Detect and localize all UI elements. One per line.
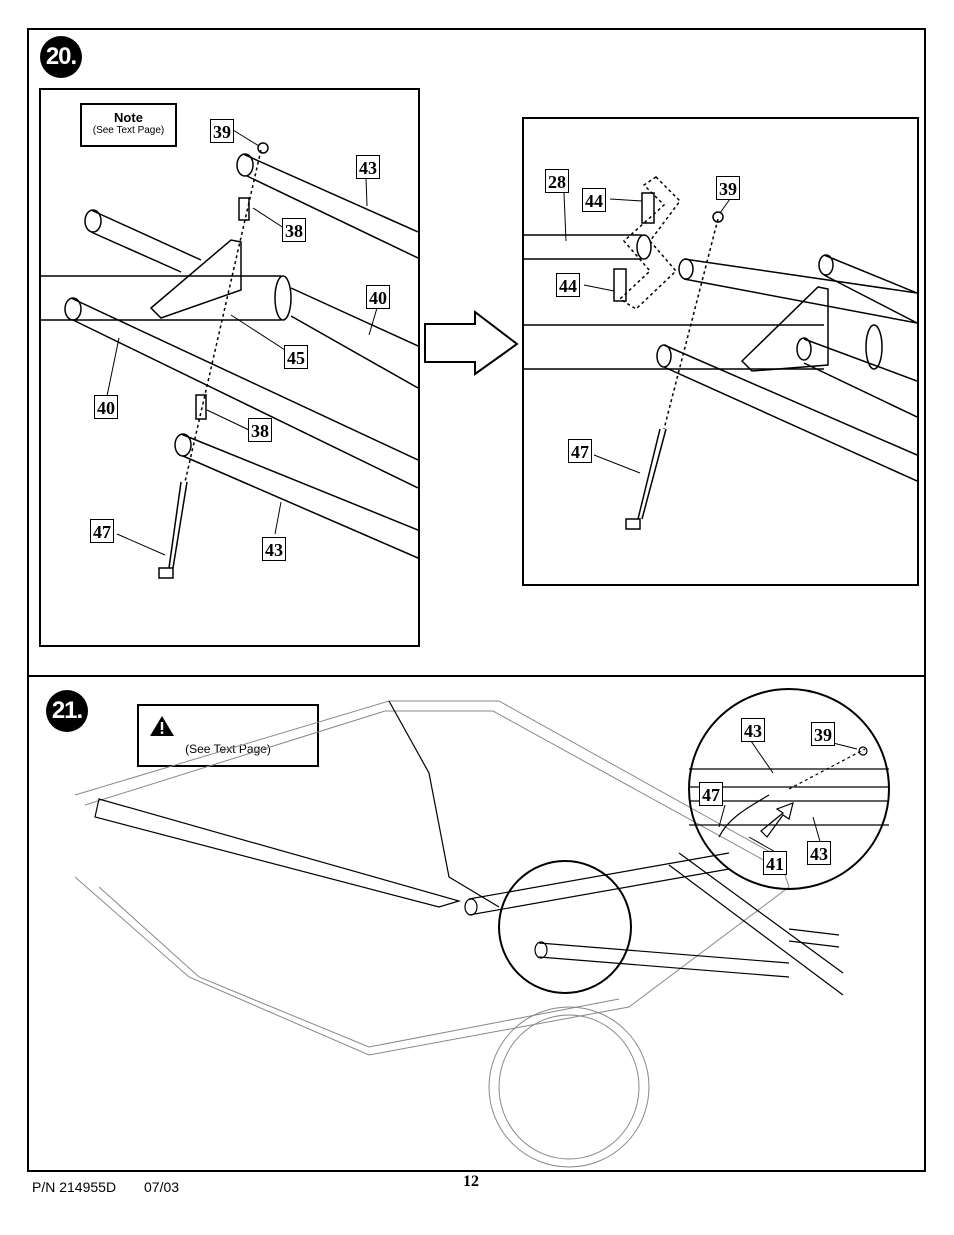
step-21-badge: 21. [46, 690, 88, 732]
callout-40: 40 [366, 285, 390, 309]
warning-box: (See Text Page) [137, 704, 319, 767]
callout-43: 43 [262, 537, 286, 561]
callout-39: 39 [210, 119, 234, 143]
step-20-before-diagram [39, 88, 420, 647]
callout-39: 39 [716, 176, 740, 200]
callout-43: 43 [807, 841, 831, 865]
note-subtitle: (See Text Page) [92, 125, 165, 136]
callout-28: 28 [545, 169, 569, 193]
callout-47: 47 [699, 782, 723, 806]
callout-44: 44 [556, 273, 580, 297]
callout-43: 43 [741, 718, 765, 742]
step-20-after-diagram [522, 117, 919, 586]
callout-47: 47 [90, 519, 114, 543]
note-box: Note (See Text Page) [80, 103, 177, 147]
callout-43: 43 [356, 155, 380, 179]
callout-38: 38 [248, 418, 272, 442]
note-title: Note [114, 110, 143, 125]
step-21-panel [27, 675, 926, 1172]
step-20-badge: 20. [40, 36, 82, 78]
callout-38: 38 [282, 218, 306, 242]
step-20-right-illustration [524, 176, 917, 530]
step-21-illustration [74, 688, 890, 1168]
step-20-left-illustration [41, 129, 418, 579]
callout-44: 44 [582, 188, 606, 212]
right-arrow-icon [424, 310, 519, 376]
warning-triangle-icon [150, 716, 174, 736]
part-number: P/N 214955D [32, 1179, 117, 1195]
page-number: 12 [463, 1173, 479, 1190]
callout-47: 47 [568, 439, 592, 463]
revision-date: 07/03 [144, 1179, 180, 1195]
callout-39: 39 [811, 722, 835, 746]
callout-41: 41 [763, 851, 787, 875]
callout-40: 40 [94, 395, 118, 419]
callout-45: 45 [284, 345, 308, 369]
